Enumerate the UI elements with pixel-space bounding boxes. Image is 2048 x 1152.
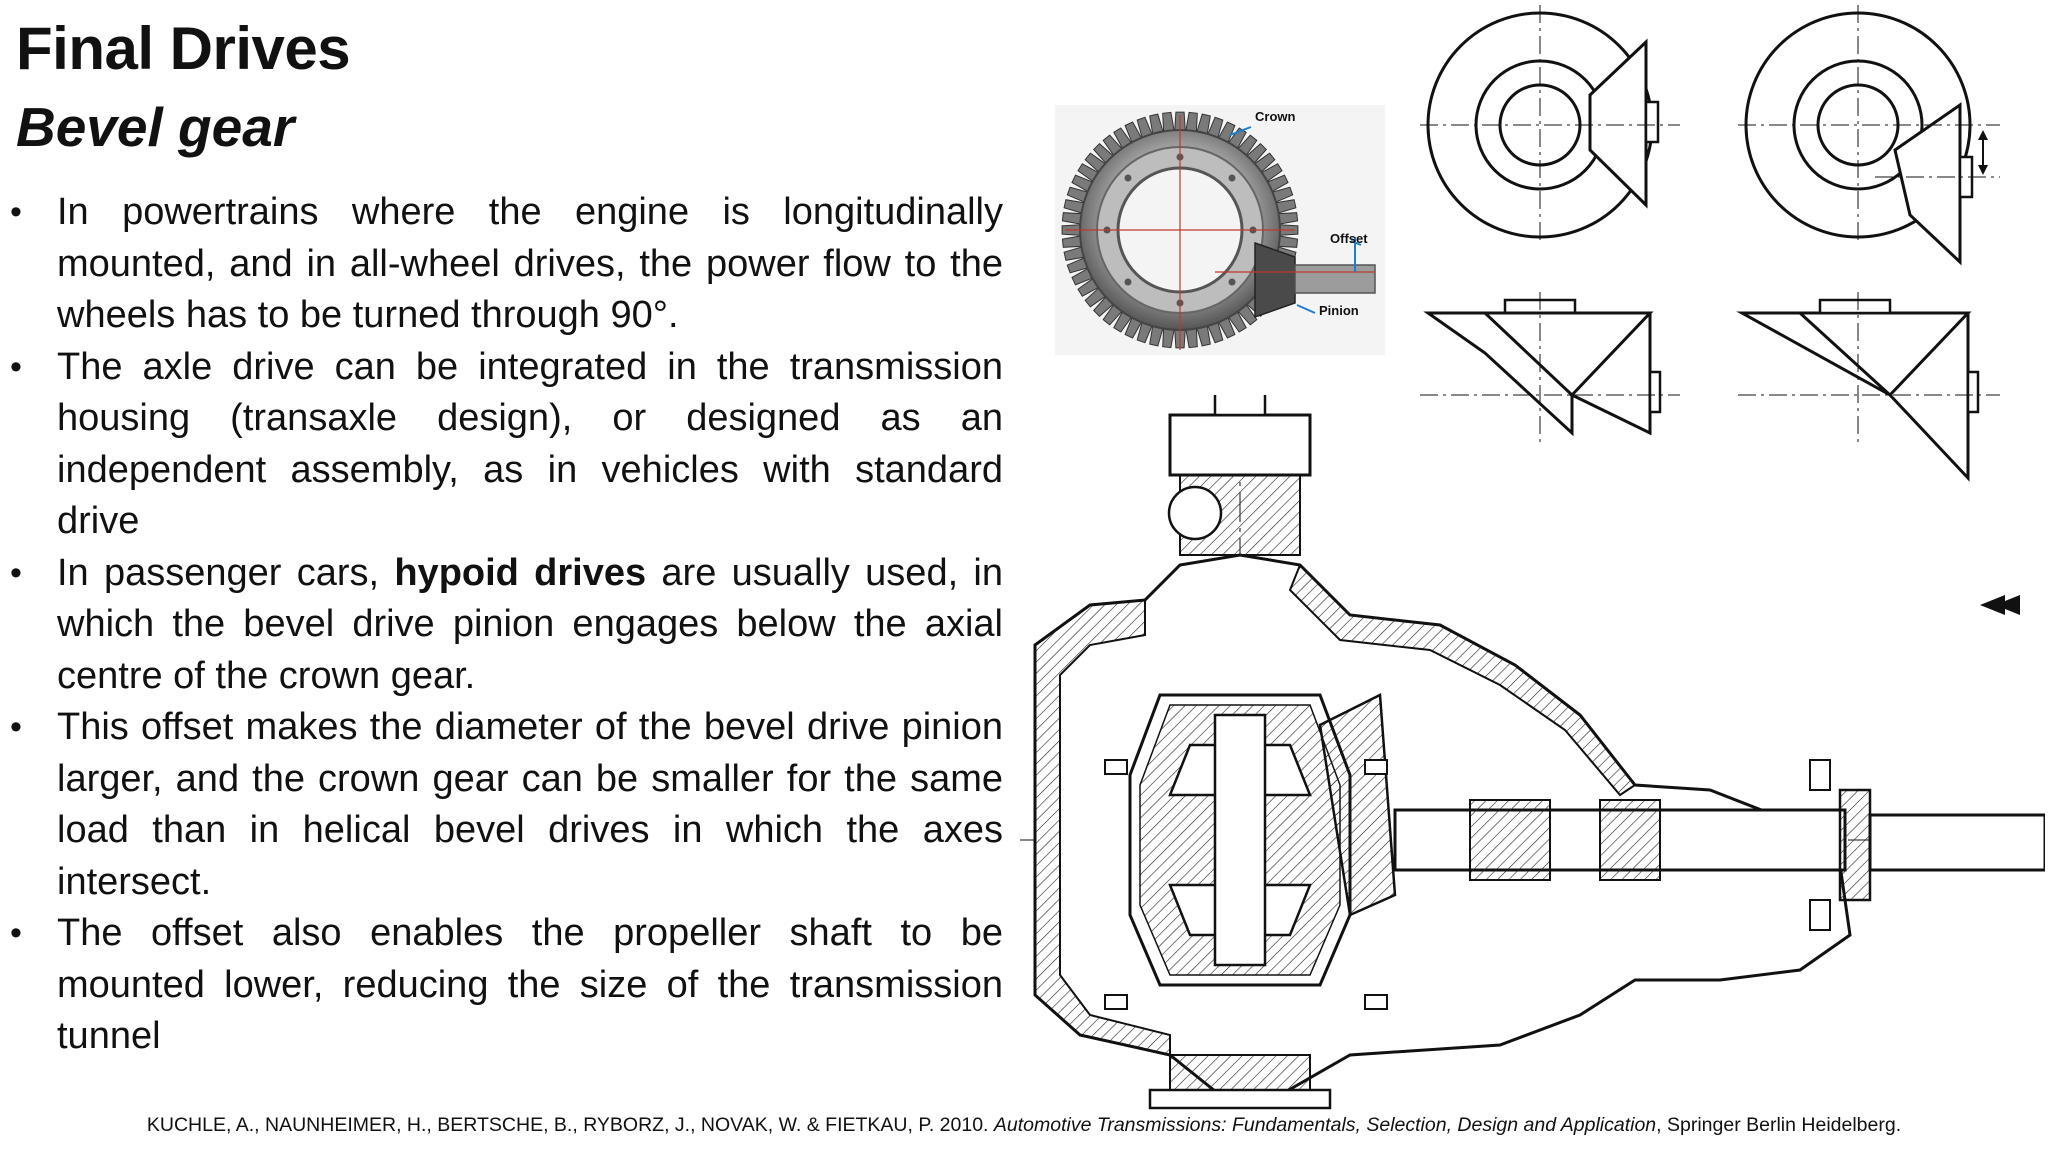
pinion-shaft	[1294, 264, 1376, 294]
propeller-input-arrow	[1980, 595, 2020, 615]
bullet-text: The axle drive can be integrated in the …	[57, 345, 1003, 543]
citation-publisher: , Springer Berlin Heidelberg.	[1656, 1114, 1902, 1136]
bevel-gear-front-view	[1420, 5, 1680, 245]
bullet-text: The offset also enables the propeller sh…	[57, 912, 1003, 1057]
bullet-icon: •	[10, 708, 22, 746]
bullet-item: • The offset also enables the propeller …	[0, 908, 1003, 1063]
bullet-item: • This offset makes the diameter of the …	[0, 702, 1003, 908]
hypoid-gear-side-view	[1736, 292, 2000, 482]
bullet-item: • In passenger cars, hypoid drives are u…	[0, 548, 1003, 703]
hypoid-gear-front-view	[1738, 5, 2000, 266]
bullet-icon: •	[10, 914, 22, 952]
bullet-item: • In powertrains where the engine is lon…	[0, 187, 1003, 342]
citation: KUCHLE, A., NAUNHEIMER, H., BERTSCHE, B.…	[0, 1112, 2048, 1138]
citation-title: Automotive Transmissions: Fundamentals, …	[993, 1114, 1657, 1136]
crown-pinion-gear-figure: Crown Offset Pinion	[1055, 105, 1385, 355]
offset-label: Offset	[1330, 231, 1368, 246]
citation-authors: KUCHLE, A., NAUNHEIMER, H., BERTSCHE, B.…	[146, 1114, 994, 1136]
bullet-text-start: In passenger cars,	[57, 551, 395, 594]
bullet-text: In powertrains where the engine is longi…	[57, 191, 1003, 336]
bullet-text: In passenger cars, hypoid drives are usu…	[57, 552, 1003, 697]
final-drive-cross-section	[1020, 395, 2045, 1110]
bullet-text: This offset makes the diameter of the be…	[57, 706, 1003, 903]
bullet-text-bold: hypoid drives	[394, 551, 647, 594]
bullet-list: • In powertrains where the engine is lon…	[0, 187, 1003, 1063]
pinion-gear	[1254, 241, 1296, 319]
bullet-item: • The axle drive can be integrated in th…	[0, 342, 1003, 548]
bevel-gear-side-view	[1420, 292, 1680, 445]
slide-subtitle: Bevel gear	[16, 96, 295, 158]
pinion-label: Pinion	[1319, 303, 1359, 318]
bevel-hypoid-schematic	[1420, 5, 2000, 482]
bullet-icon: •	[10, 553, 22, 592]
crown-label: Crown	[1255, 109, 1296, 124]
slide-title: Final Drives	[16, 15, 351, 82]
bullet-icon: •	[10, 347, 22, 386]
bullet-text-end: are usually used, in which the bevel dri…	[57, 551, 1003, 697]
bullet-icon: •	[10, 193, 22, 231]
